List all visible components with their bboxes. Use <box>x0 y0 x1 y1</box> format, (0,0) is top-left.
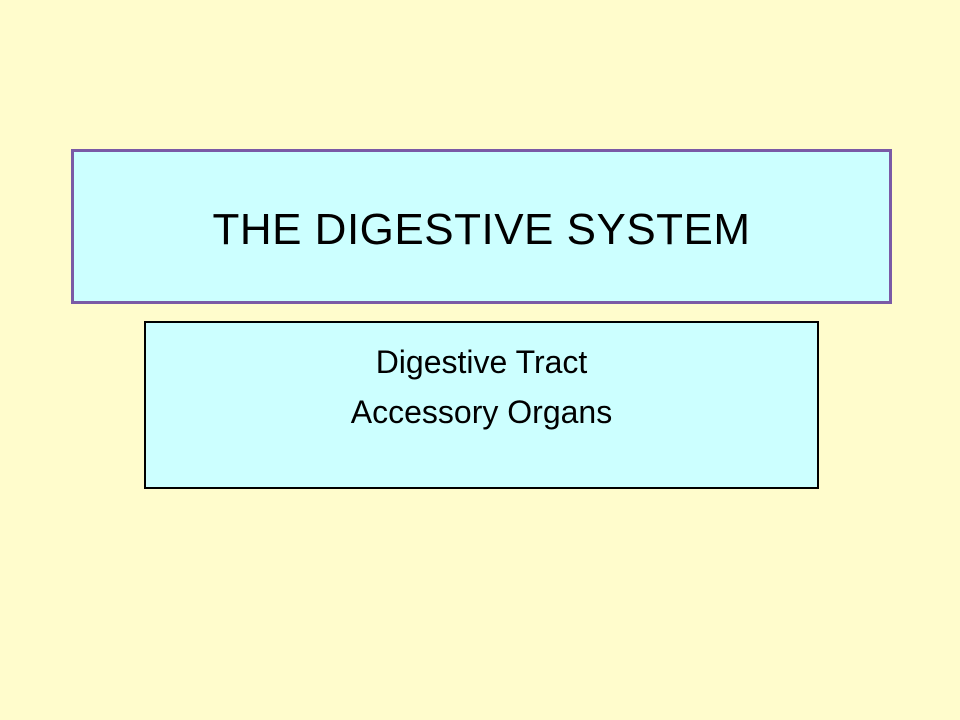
subtitle-box: Digestive Tract Accessory Organs <box>144 321 819 489</box>
subtitle-line-digestive-tract: Digestive Tract <box>375 344 588 380</box>
subtitle-line-accessory-organs: Accessory Organs <box>350 394 613 430</box>
title-box: THE DIGESTIVE SYSTEM <box>71 149 892 304</box>
slide-title: THE DIGESTIVE SYSTEM <box>212 204 751 254</box>
subtitle-list: Digestive Tract Accessory Organs <box>146 337 817 437</box>
